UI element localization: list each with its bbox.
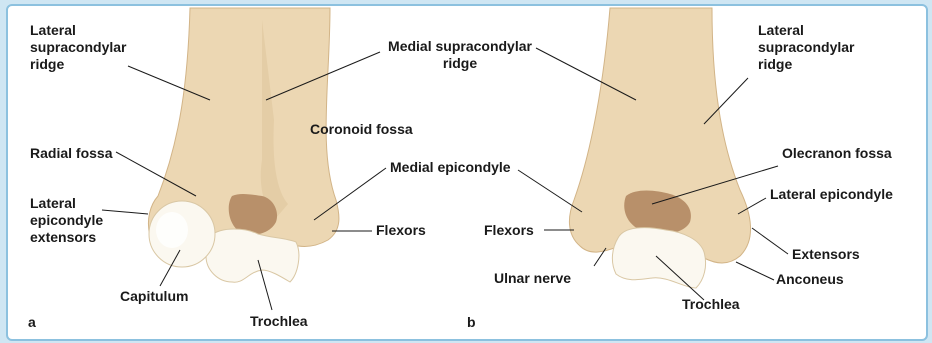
label-lateral-supracondylar-ridge-b: Lateral supracondylar ridge (758, 22, 854, 73)
label-radial-fossa: Radial fossa (30, 145, 112, 162)
label-lateral-supracondylar-ridge-a: Lateral supracondylar ridge (30, 22, 126, 73)
panel-letter-b: b (467, 314, 476, 331)
label-flexors-b: Flexors (484, 222, 534, 239)
label-coronoid-fossa: Coronoid fossa (310, 121, 413, 138)
label-ulnar-nerve: Ulnar nerve (494, 270, 571, 287)
label-capitulum: Capitulum (120, 288, 188, 305)
label-lateral-epicondyle: Lateral epicondyle (770, 186, 893, 203)
label-trochlea-a: Trochlea (250, 313, 308, 330)
humerus-anterior (148, 8, 339, 282)
panel-letter-a: a (28, 314, 36, 331)
label-medial-epicondyle: Medial epicondyle (390, 159, 511, 176)
label-trochlea-b: Trochlea (682, 296, 740, 313)
label-lateral-epicondyle-extensors: Lateral epicondyle extensors (30, 195, 103, 246)
label-extensors: Extensors (792, 246, 860, 263)
label-anconeus: Anconeus (776, 271, 844, 288)
label-medial-supracondylar-ridge: Medial supracondylar ridge (380, 38, 540, 72)
label-flexors-a: Flexors (376, 222, 426, 239)
label-olecranon-fossa: Olecranon fossa (782, 145, 892, 162)
humerus-posterior (569, 8, 750, 288)
